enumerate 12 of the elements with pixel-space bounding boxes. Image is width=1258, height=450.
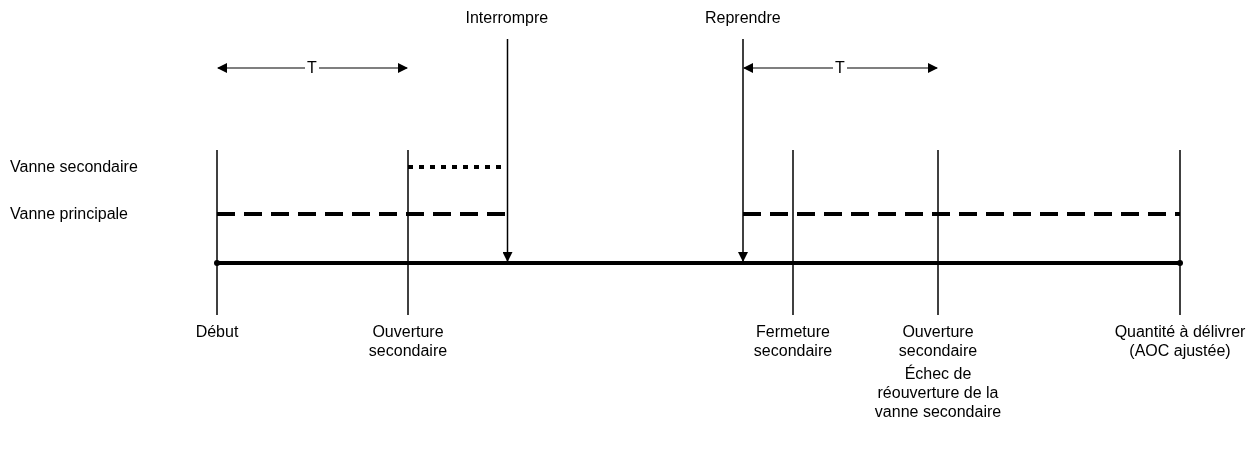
row-label: Vanne secondaire [10,157,138,176]
arrow [738,38,748,262]
event-label: Interrompre [465,8,549,27]
note-text: Échec de réouverture de la vanne secondaire [873,364,1003,421]
event-label: Reprendre [705,8,781,27]
event-label: Ouverture secondaire [897,322,979,360]
arrow [502,38,513,262]
event-label: Quantité à délivrer (AOC ajustée) [1113,322,1247,360]
event-label: Début [194,322,240,341]
event-label: Fermeture secondaire [752,322,834,360]
row-label: Vanne principale [10,204,128,223]
event-label: Ouverture secondaire [367,322,449,360]
